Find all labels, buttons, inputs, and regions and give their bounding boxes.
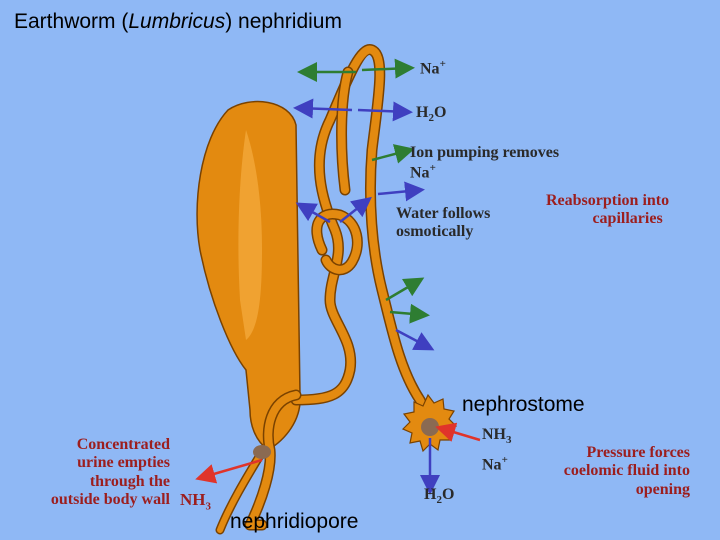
na-arrow-right [361,58,415,79]
na-right-label: Na+ [482,454,508,474]
slide-title: Earthworm (Lumbricus) nephridium [14,10,342,34]
h2o-bottom-label: H2O [424,486,455,507]
title-prefix: Earthworm ( [14,10,129,33]
title-genus: Lumbricus [128,10,226,33]
concentrated-urine-label: Concentrated urine empties through the o… [50,436,170,509]
tubule-loops [215,44,436,535]
bladder-highlight [238,130,262,340]
nh3-left-label: NH3 [180,490,211,513]
water-follows-label: Water follows osmotically [396,205,491,241]
ion-pump-arrow [371,144,415,164]
water-arrow-upright [339,196,372,223]
h2o-arrow-right [357,101,413,122]
nephrostome-label: nephrostome [462,393,585,416]
nh3-right-label: NH3 [482,426,512,447]
water-arrow-right [377,181,425,202]
reabsorption-label: Reabsorption into capillaries [546,192,670,228]
ion-pumping-label: Ion pumping removes Na+ [410,144,560,182]
h2o-arrow-left [293,98,353,119]
urine-arrow [195,458,263,484]
h2o-arrow-lower [395,328,435,351]
na-arrow-lower-2 [389,303,430,324]
nephrostome-opening [421,418,439,436]
nephridiopore-label: nephridiopore [230,510,359,533]
pressure-label: Pressure forces coelomic fluid into open… [563,444,690,498]
water-arrow-upleft [295,202,331,224]
coelomic-fluid-arrow [435,422,481,442]
h2o-top-label: H2O [416,104,447,125]
na-arrow-lower-1 [385,277,425,302]
title-suffix: ) nephridium [225,10,342,33]
nephridiopore-marker [253,445,271,459]
na-top-label: Na+ [420,58,446,78]
